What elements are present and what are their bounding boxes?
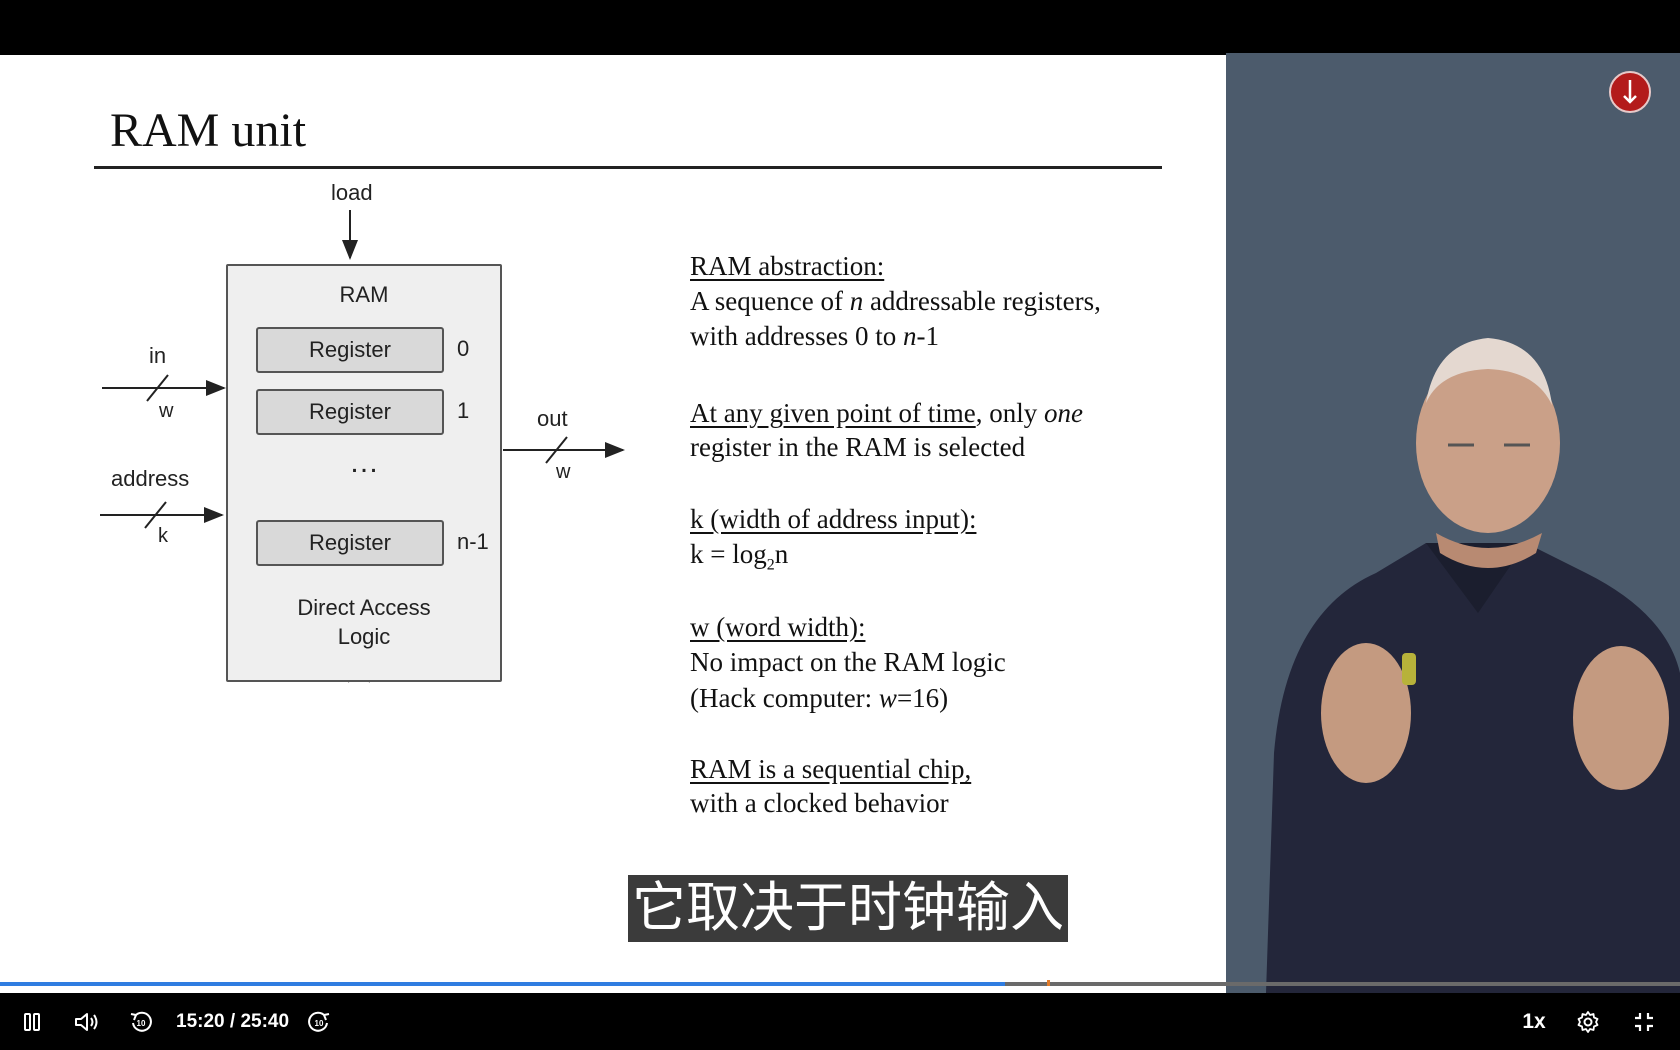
selection-line2: register in the RAM is selected [690,432,1026,462]
presenter-video [1226,53,1680,993]
out-label: out [537,406,568,431]
logic-label-line1: Direct Access [297,595,431,620]
pause-button[interactable] [18,993,46,1050]
in-bus-slash [146,374,169,402]
presenter-figure [1266,338,1680,993]
logic-label-line2: Logic [337,624,391,649]
register-n-1: Register [256,520,444,566]
sequential-heading: RAM is a sequential chip, [690,754,972,784]
rewind-10-button[interactable]: 10 [126,993,156,1050]
k-formula: k = log2n [690,539,789,574]
w-line1: No impact on the RAM logic [690,647,1006,677]
ram-chip: RAM Register Register … Register Direct … [226,264,502,682]
register-1: Register [256,389,444,435]
abstraction-line1: A sequence of n addressable registers, [690,286,1101,316]
address-label: address [111,466,190,491]
svg-text:10: 10 [137,1019,146,1028]
forward-10-icon: 10 [308,1011,330,1032]
exit-fullscreen-icon [1635,1012,1653,1031]
in-width-label: w [159,400,174,422]
progress-played [0,982,1005,986]
k-heading: k (width of address input): [690,504,977,534]
load-label: load [331,180,373,205]
title-rule [94,166,1162,169]
duration: 25:40 [240,1010,290,1032]
lecture-slide: RAM unit load in w address k out w RAM [0,55,1226,993]
ram-chip-label: RAM [339,282,389,307]
playback-speed-button[interactable]: 1x [1522,1009,1546,1033]
gear-icon [1577,1010,1599,1033]
subtitle-caption: 它取决于时钟输入 [628,875,1068,942]
register-ellipsis: … [349,446,379,479]
selection-line1: At any given point of time, only one [690,398,1083,428]
progress-bar[interactable] [0,980,1680,986]
current-time: 15:20 [176,1010,225,1032]
rewind-10-icon: 10 [130,1011,152,1032]
player-controls: 10 15:20 / 25:40 10 1x [0,993,1680,1050]
volume-button[interactable] [70,993,102,1050]
settings-button[interactable] [1572,993,1604,1050]
time-display: 15:20 / 25:40 [176,993,289,1050]
slide-title: RAM unit [110,104,307,157]
out-width-label: w [556,461,571,483]
abstraction-line2: with addresses 0 to n-1 [690,321,939,351]
exit-fullscreen-button[interactable] [1628,993,1660,1050]
sequential-line2: with a clocked behavior [690,788,949,818]
channel-logo-icon [1609,71,1651,113]
ram-diagram-wires [100,210,625,683]
register-index-0: 0 [457,336,470,361]
time-separator: / [224,1010,241,1032]
svg-text:10: 10 [315,1019,324,1028]
register-index-1: 1 [457,398,470,423]
w-line2: (Hack computer: w=16) [690,683,949,713]
register-index-n-1: n-1 [457,529,489,554]
address-width-label: k [158,525,168,547]
volume-icon [75,1012,98,1031]
w-heading: w (word width): [690,612,866,642]
forward-10-button[interactable]: 10 [304,993,334,1050]
pause-icon [24,1012,40,1031]
progress-marker [1047,980,1050,986]
in-label: in [149,343,167,368]
address-bus-slash [144,501,167,529]
out-bus-slash [545,436,568,464]
register-0: Register [256,327,444,373]
abstraction-heading: RAM abstraction: [690,251,885,281]
